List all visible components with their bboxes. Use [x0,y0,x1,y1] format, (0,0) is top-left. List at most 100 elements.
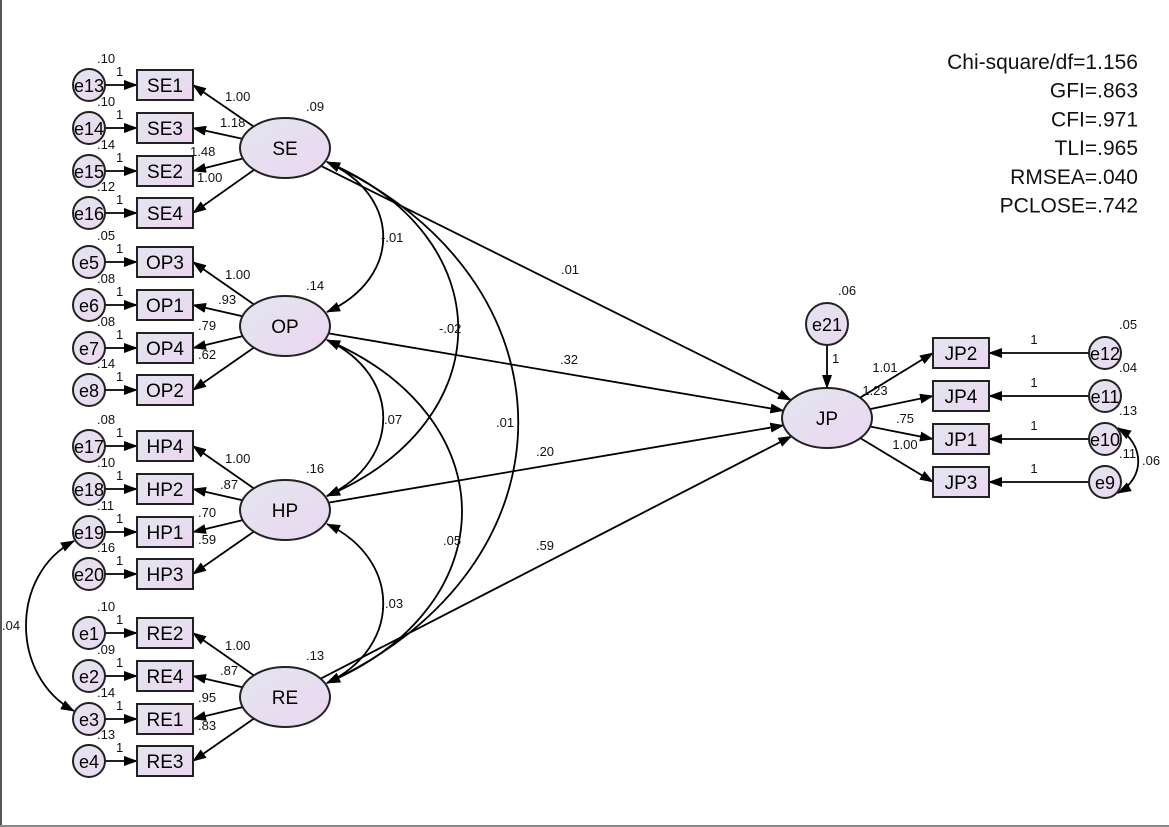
loading-path-re4 [192,674,243,689]
indicator-label: HP2 [147,480,184,501]
observed-variable-re3[interactable]: RE3 [136,745,194,777]
latent-ellipse [239,117,331,179]
latent-label: RE [272,688,298,709]
error-circle [72,288,106,322]
observed-variable-se3[interactable]: SE3 [136,112,194,144]
structural-path-hp-jp [328,422,785,504]
error-path-weight: 1 [116,150,123,165]
observed-variable-hp3[interactable]: HP3 [136,558,194,590]
error-term-e8[interactable]: e8 [72,373,106,407]
error-term-e12[interactable]: e12 [1088,336,1122,370]
observed-variable-re2[interactable]: RE2 [136,617,194,649]
indicator-label: RE4 [147,667,184,688]
structural-coefficient: .32 [560,352,578,367]
loading-value: .93 [218,292,236,307]
error-term-e15[interactable]: e15 [72,154,106,188]
error-path-weight: 1 [1030,332,1037,347]
observed-variable-op3[interactable]: OP3 [136,246,194,278]
indicator-box [136,745,194,777]
indicator-box [136,617,194,649]
error-label: e17 [74,437,104,457]
error-path-weight: 1 [116,64,123,79]
latent-label: HP [272,501,298,522]
indicator-box [932,337,990,369]
indicator-label: SE4 [147,204,183,225]
latent-variable-op[interactable]: OP [239,295,331,357]
error-variance: .05 [1119,317,1137,332]
error-term-e10[interactable]: e10 [1088,422,1122,456]
latent-label: JP [816,409,838,430]
loading-value: .62 [198,347,216,362]
indicator-box [136,516,194,548]
error-label: e4 [79,752,99,772]
covariance-e19-e3 [25,540,75,712]
error-term-e16[interactable]: e16 [72,196,106,230]
observed-variable-jp4[interactable]: JP4 [932,380,990,412]
observed-variable-op1[interactable]: OP1 [136,289,194,321]
observed-variable-se2[interactable]: SE2 [136,155,194,187]
error-term-e3[interactable]: e3 [72,702,106,736]
fit-index-5: PCLOSE=.742 [1000,195,1138,218]
error-label: e16 [74,204,104,224]
covariance-se-hp [326,161,460,497]
covariance-value: .07 [384,412,402,427]
structural-coefficient: .59 [536,538,554,553]
covariance-op-hp [326,339,385,497]
observed-variable-hp2[interactable]: HP2 [136,473,194,505]
latent-variable-hp[interactable]: HP [239,479,331,541]
error-variance: .08 [97,271,115,286]
error-term-e2[interactable]: e2 [72,659,106,693]
error-term-e5[interactable]: e5 [72,245,106,279]
error-term-e19[interactable]: e19 [72,515,106,549]
observed-variable-op2[interactable]: OP2 [136,374,194,406]
observed-variable-hp1[interactable]: HP1 [136,516,194,548]
loading-path-se3 [192,125,243,140]
error-term-e7[interactable]: e7 [72,331,106,365]
error-term-e11[interactable]: e11 [1088,379,1122,413]
observed-variable-se4[interactable]: SE4 [136,197,194,229]
observed-variable-re4[interactable]: RE4 [136,660,194,692]
error-term-e1[interactable]: e1 [72,616,106,650]
error-label: e13 [74,76,104,96]
error-path-weight: 1 [116,241,123,256]
error-path-weight: 1 [1030,418,1037,433]
latent-variable-re[interactable]: RE [239,666,331,728]
error-variance: .11 [1119,446,1136,461]
observed-variable-jp2[interactable]: JP2 [932,337,990,369]
observed-variable-re1[interactable]: RE1 [136,703,194,735]
indicator-box [136,660,194,692]
error-label: e20 [74,565,104,585]
error-term-e20[interactable]: e20 [72,557,106,591]
error-circle [72,744,106,778]
observed-variable-op4[interactable]: OP4 [136,332,194,364]
error-label: e2 [79,667,99,687]
error-path-weight: 1 [1030,375,1037,390]
error-variance: .04 [1119,360,1137,375]
loading-path-re2 [192,632,255,677]
latent-variable-se[interactable]: SE [239,117,331,179]
error-path-weight: 1 [116,698,123,713]
error-term-e6[interactable]: e6 [72,288,106,322]
observed-variable-hp4[interactable]: HP4 [136,430,194,462]
error-term-e18[interactable]: e18 [72,472,106,506]
indicator-label: JP3 [945,473,978,494]
error-term-e9[interactable]: e9 [1088,465,1122,499]
observed-variable-jp1[interactable]: JP1 [932,423,990,455]
error-term-e13[interactable]: e13 [72,68,106,102]
disturbance-e21[interactable]: e21 [805,302,849,346]
loading-path-op3 [192,261,255,306]
error-term-e4[interactable]: e4 [72,744,106,778]
error-term-e17[interactable]: e17 [72,429,106,463]
error-variance: .10 [97,94,115,109]
error-variance: .06 [838,283,856,298]
latent-ellipse [239,479,331,541]
error-circle [72,429,106,463]
loading-value: 1.23 [862,383,887,398]
covariance-hp-re [326,523,385,684]
observed-variable-se1[interactable]: SE1 [136,69,194,101]
observed-variable-jp3[interactable]: JP3 [932,466,990,498]
error-path-weight: 1 [116,655,123,670]
error-term-e14[interactable]: e14 [72,111,106,145]
latent-variable-jp[interactable]: JP [781,387,873,449]
